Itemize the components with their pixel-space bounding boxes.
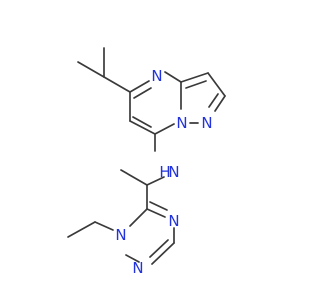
atom-nh-amine: N xyxy=(168,163,179,181)
bond-n1t-c5t xyxy=(129,208,148,227)
bond-c7-c6 xyxy=(129,120,156,135)
bond-c5t-n4t xyxy=(146,208,166,218)
atom-n-triazole-4: N xyxy=(168,212,179,230)
bond-nh-ch xyxy=(146,176,165,186)
bond-c5-n4-double xyxy=(133,87,152,99)
bond-c3t-n2t xyxy=(151,242,175,265)
bond-c7-c6-double xyxy=(132,116,152,128)
structure-drawing: N N N N H N N N xyxy=(67,47,226,277)
atom-n-pyrazole: N xyxy=(201,114,212,132)
bond-c3-c2 xyxy=(207,72,226,97)
bond-ethyl xyxy=(67,221,96,238)
bond-ipr-me1 xyxy=(77,61,105,78)
bond-c3t-n2t-double xyxy=(149,239,169,258)
atom-n-bridgehead: N xyxy=(176,114,187,132)
bond-c5-n4 xyxy=(129,80,150,93)
atom-labels: N N N N H N N N xyxy=(115,67,212,277)
bond-c2-n1-double xyxy=(208,93,219,108)
atom-n-triazole-1: N xyxy=(115,226,126,244)
bond-ipr-ring xyxy=(103,76,131,93)
bond-c2-n1 xyxy=(214,95,226,112)
bond-ch-me xyxy=(120,169,148,186)
atom-n-triazole-2: N xyxy=(132,259,143,277)
bond-c5t-n4t-double xyxy=(149,201,168,211)
bond-n1t-ethyl xyxy=(94,221,114,231)
bonds xyxy=(67,47,226,265)
atom-h-amine: H xyxy=(159,163,170,181)
atom-n-pyrimidine: N xyxy=(151,67,162,85)
bond-n4-c3a xyxy=(164,71,182,83)
bond-n7a-c7 xyxy=(154,123,175,135)
bond-c3a-c3-double xyxy=(185,80,207,89)
molecule-diagram: N N N N H N N N xyxy=(67,47,226,277)
bond-c3a-c3 xyxy=(180,72,209,83)
bond-n2t-n1t xyxy=(125,254,140,263)
